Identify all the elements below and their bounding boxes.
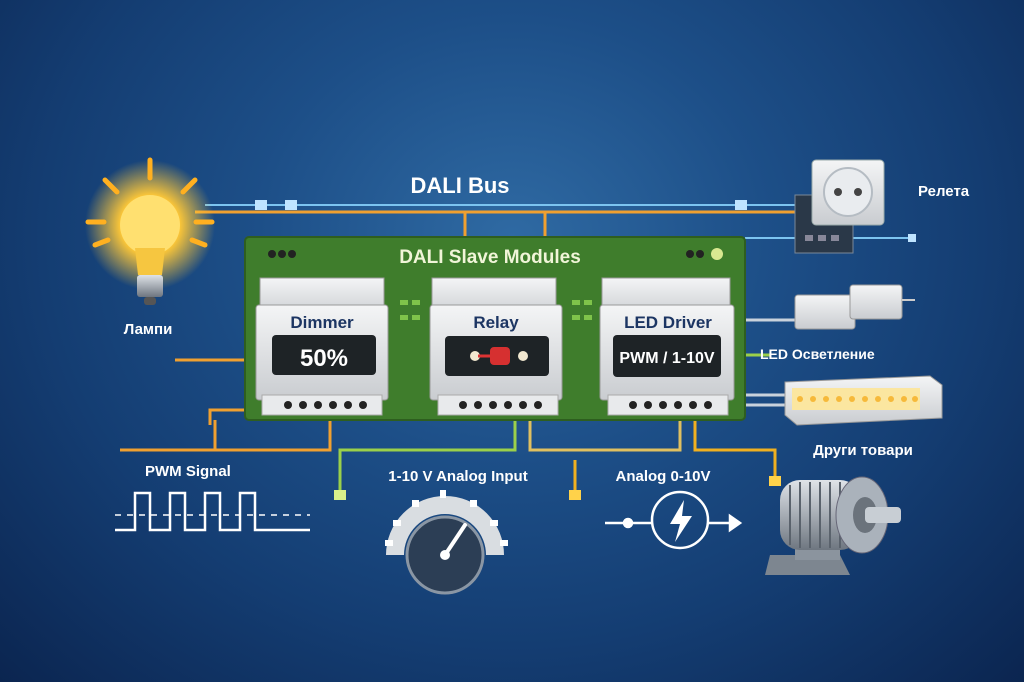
- relay-label: Релета: [918, 183, 970, 200]
- pwm-waveform-icon: [115, 491, 310, 532]
- bus-wires: [120, 200, 916, 500]
- lamp-label: Лампи: [124, 321, 173, 338]
- module-dimmer: [255, 277, 389, 416]
- dimmer-display: 50%: [300, 345, 348, 372]
- gauge-knob-icon: [385, 490, 508, 595]
- light-bar-icon: [784, 375, 943, 426]
- module-led-driver: [599, 277, 735, 416]
- module-relay: [429, 277, 563, 416]
- other-label: Други товари: [813, 442, 913, 459]
- lamp-icon: [85, 157, 215, 305]
- led-module-icon: [794, 284, 915, 330]
- motor-icon: [765, 476, 901, 575]
- pwm-label: PWM Signal: [145, 463, 231, 480]
- socket-icon: [794, 159, 885, 254]
- analog-out-label: Analog 0-10V: [615, 468, 710, 485]
- bus-title: DALI Bus: [411, 173, 510, 198]
- module-dimmer-name: Dimmer: [290, 313, 354, 332]
- led-driver-display: PWM / 1-10V: [619, 350, 714, 367]
- led-label: LED Осветление: [760, 346, 875, 362]
- module-relay-name: Relay: [473, 313, 519, 332]
- module-led-name: LED Driver: [624, 313, 712, 332]
- analog-signal-icon: [605, 490, 743, 550]
- relay-switch-icon: [470, 347, 528, 365]
- analog-input-label: 1-10 V Analog Input: [388, 468, 527, 485]
- board-title: DALI Slave Modules: [399, 247, 581, 268]
